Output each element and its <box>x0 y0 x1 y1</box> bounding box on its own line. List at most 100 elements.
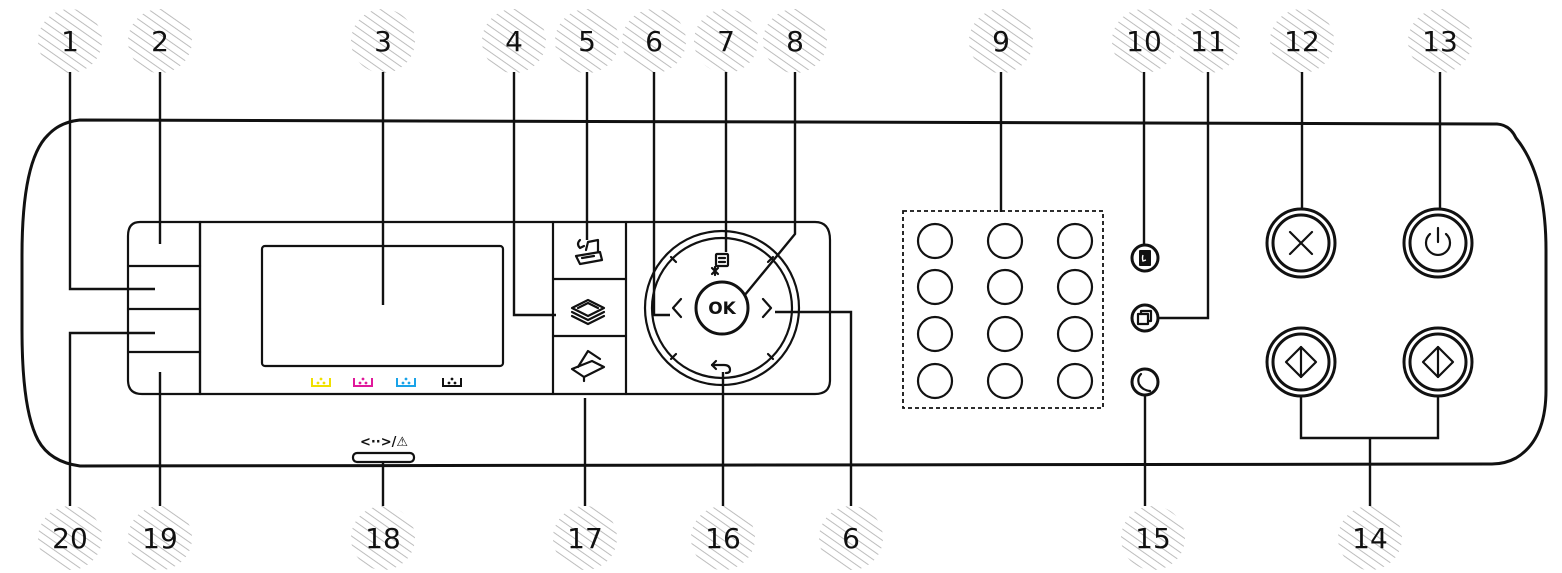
svg-text:16: 16 <box>705 522 741 555</box>
status-led: <··>/⚠ <box>351 435 416 464</box>
svg-text:20: 20 <box>52 522 88 555</box>
callout-14: 14 <box>1338 506 1402 570</box>
stop-clear-button[interactable] <box>1265 207 1337 279</box>
keypad-key[interactable] <box>916 268 954 306</box>
svg-text:5: 5 <box>578 25 596 58</box>
callout-15: 15 <box>1121 506 1185 570</box>
svg-text:15: 15 <box>1135 522 1171 555</box>
keypad-key[interactable] <box>986 362 1024 400</box>
scan-icon <box>570 349 606 383</box>
toner-black-icon <box>442 377 462 387</box>
keypad-key[interactable] <box>986 315 1024 353</box>
svg-text:9: 9 <box>992 25 1010 58</box>
leader-lines <box>68 72 1442 506</box>
toner-yellow-icon <box>311 377 331 387</box>
back-arrow-icon <box>710 359 732 375</box>
keypad-key[interactable] <box>1056 222 1094 260</box>
callout-17: 17 <box>553 506 617 570</box>
svg-text:10: 10 <box>1126 25 1162 58</box>
keypad-key[interactable] <box>1056 315 1094 353</box>
svg-text:19: 19 <box>142 522 178 555</box>
svg-text:14: 14 <box>1352 522 1388 555</box>
toner-cyan-icon <box>396 377 416 387</box>
copy-icon <box>570 298 606 326</box>
keypad-key[interactable] <box>986 222 1024 260</box>
svg-text:8: 8 <box>786 25 804 58</box>
svg-text:6: 6 <box>842 522 860 555</box>
power-icon <box>1424 226 1452 256</box>
back-button[interactable] <box>672 308 772 379</box>
phone-icon <box>1137 372 1152 393</box>
start-button-color[interactable] <box>1265 326 1337 398</box>
power-button[interactable] <box>1402 207 1474 279</box>
svg-text:12: 12 <box>1284 25 1320 58</box>
start-diamond-icon <box>1421 345 1455 379</box>
callout-10: 10 <box>1112 9 1176 73</box>
callout-6-bottom: 6 <box>819 506 883 570</box>
keypad-key[interactable] <box>986 268 1024 306</box>
start-button-mono[interactable] <box>1402 326 1474 398</box>
keypad-key[interactable] <box>1056 268 1094 306</box>
redial-button[interactable] <box>1130 303 1160 333</box>
on-hook-dial-button[interactable] <box>1130 367 1160 397</box>
chevron-right-icon <box>761 297 773 319</box>
panel-outline <box>20 118 1548 468</box>
soft-button-20[interactable] <box>130 311 198 350</box>
start-diamond-icon <box>1284 345 1318 379</box>
svg-text:4: 4 <box>505 25 523 58</box>
close-icon <box>1288 230 1314 256</box>
fax-button[interactable] <box>555 224 624 277</box>
ok-button[interactable]: OK <box>694 280 750 336</box>
callout-19: 19 <box>128 506 192 570</box>
callout-12: 12 <box>1270 9 1334 73</box>
soft-button-19[interactable] <box>130 354 198 392</box>
keypad-key[interactable] <box>916 222 954 260</box>
arrow-right-button[interactable] <box>722 258 793 358</box>
soft-button-1[interactable] <box>130 268 198 307</box>
callout-13: 13 <box>1408 9 1472 73</box>
scan-button[interactable] <box>555 338 624 392</box>
address-book-button[interactable] <box>1130 243 1160 273</box>
menu-icon <box>710 252 730 277</box>
svg-text:13: 13 <box>1422 25 1458 58</box>
callout-18: 18 <box>351 506 415 570</box>
callout-3: 3 <box>351 9 415 73</box>
chevron-left-icon <box>671 297 683 319</box>
svg-text:3: 3 <box>374 25 392 58</box>
redial-icon <box>1136 309 1153 326</box>
svg-text:11: 11 <box>1190 25 1226 58</box>
callout-7: 7 <box>694 9 758 73</box>
callout-6-top: 6 <box>622 9 686 73</box>
svg-text:7: 7 <box>717 25 735 58</box>
toner-magenta-icon <box>353 377 373 387</box>
callout-2: 2 <box>128 9 192 73</box>
soft-button-2[interactable] <box>130 224 198 264</box>
svg-text:1: 1 <box>61 25 79 58</box>
callout-1: 1 <box>38 9 102 73</box>
svg-text:2: 2 <box>151 25 169 58</box>
address-book-icon <box>1139 250 1151 266</box>
svg-text:6: 6 <box>645 25 663 58</box>
display-module-frame <box>198 220 832 396</box>
status-label: <··>/⚠ <box>360 435 408 450</box>
callout-9: 9 <box>969 9 1033 73</box>
numeric-keypad <box>916 222 1094 400</box>
callout-20: 20 <box>38 506 102 570</box>
callout-11: 11 <box>1176 9 1240 73</box>
ok-label: OK <box>708 299 736 319</box>
callout-4: 4 <box>482 9 546 73</box>
menu-button[interactable] <box>672 237 772 308</box>
keypad-key[interactable] <box>916 362 954 400</box>
toner-indicators <box>311 377 462 387</box>
callout-5: 5 <box>555 9 619 73</box>
arrow-left-button[interactable] <box>651 258 722 358</box>
svg-text:17: 17 <box>567 522 603 555</box>
copy-button[interactable] <box>555 281 624 334</box>
svg-text:18: 18 <box>365 522 401 555</box>
callout-8: 8 <box>763 9 827 73</box>
fax-icon <box>574 238 604 266</box>
numeric-keypad-area <box>902 210 1104 409</box>
keypad-key[interactable] <box>1056 362 1094 400</box>
keypad-key[interactable] <box>916 315 954 353</box>
